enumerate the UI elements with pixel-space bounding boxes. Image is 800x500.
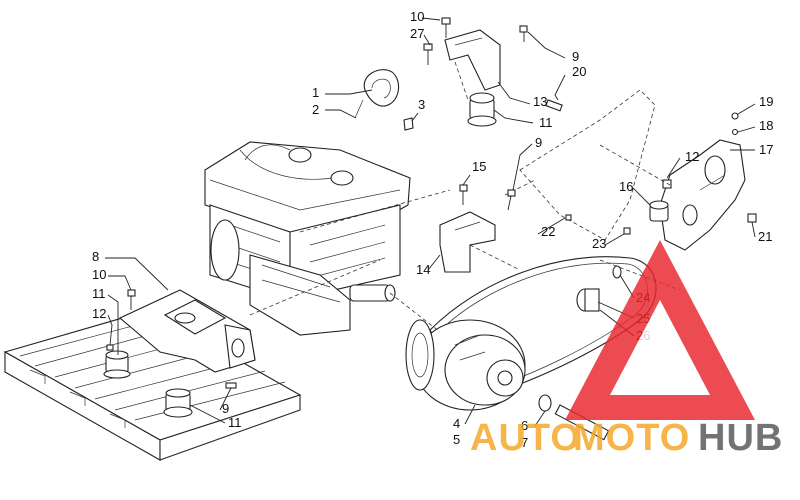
callout-27: 27	[410, 26, 424, 41]
callout-9a: 9	[572, 49, 579, 64]
callout-6: 6	[521, 418, 528, 433]
bolts	[106, 17, 757, 389]
callout-20: 20	[572, 64, 586, 79]
callout-23: 23	[592, 236, 606, 251]
driven-clutch-bracket	[659, 139, 746, 251]
top-mount-bracket	[444, 29, 501, 91]
recoil-handle	[354, 69, 400, 119]
watermark-moto: MOTO	[573, 417, 690, 459]
callout-3: 3	[418, 97, 425, 112]
watermark-triangle-inner	[610, 300, 710, 395]
callout-4: 4	[453, 416, 460, 431]
callout-12b: 12	[92, 306, 106, 321]
callout-12a: 12	[685, 149, 699, 164]
callout-10a: 10	[410, 9, 424, 24]
automotohub-watermark: AUTO MOTO HUB	[470, 240, 783, 459]
callout-8: 8	[92, 249, 99, 264]
callout-9c: 9	[222, 401, 229, 416]
callout-21: 21	[758, 229, 772, 244]
callout-18: 18	[759, 118, 773, 133]
handle-clip	[403, 117, 414, 131]
watermark-hub: HUB	[698, 417, 783, 459]
callout-19: 19	[759, 94, 773, 109]
mount-isolator-left	[103, 350, 131, 379]
washer	[538, 394, 552, 412]
driven-pulley	[405, 319, 435, 391]
watermark-auto: AUTO	[470, 417, 581, 459]
engine-mount-bracket	[118, 289, 256, 373]
spacer-25	[576, 288, 600, 312]
frame-rail	[3, 309, 302, 461]
callout-22: 22	[541, 224, 555, 239]
callout-17: 17	[759, 142, 773, 157]
top-mount-isolator	[467, 92, 497, 127]
callout-14: 14	[416, 262, 430, 277]
callout-15: 15	[472, 159, 486, 174]
washer-24	[612, 265, 622, 279]
callout-1: 1	[312, 85, 319, 100]
callout-11a: 11	[539, 115, 553, 130]
callout-9b: 9	[535, 135, 542, 150]
callout-13: 13	[533, 94, 547, 109]
mount-isolator-right	[163, 388, 193, 418]
callout-2: 2	[312, 102, 319, 117]
vertical-bracket	[439, 211, 496, 273]
callout-7: 7	[521, 435, 528, 450]
callout-11b: 11	[92, 286, 106, 301]
belt-guard-plate	[504, 89, 656, 241]
callout-16: 16	[619, 179, 633, 194]
callout-11c: 11	[228, 415, 242, 430]
callout-10b: 10	[92, 267, 106, 282]
callout-5: 5	[453, 432, 460, 447]
isolator-16	[649, 200, 669, 222]
drive-clutch	[414, 319, 526, 411]
engine-block	[204, 141, 411, 336]
